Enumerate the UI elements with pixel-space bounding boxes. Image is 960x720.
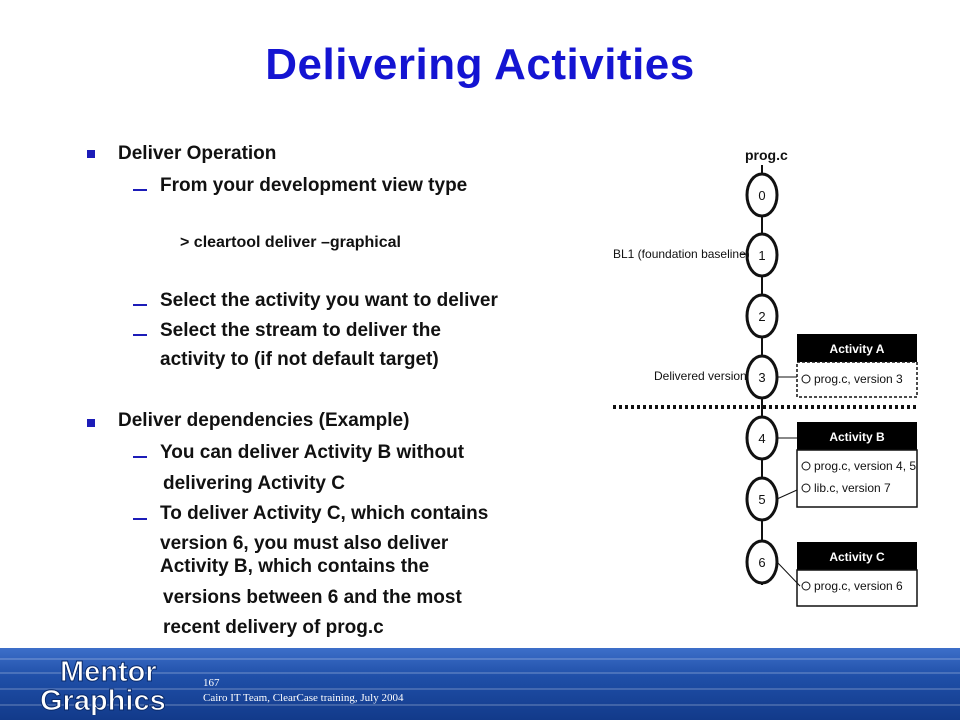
version-node-4: 4 <box>745 415 779 461</box>
version-node-1: 1 <box>745 232 779 278</box>
activity-a-box: Activity A prog.c, version 3 <box>796 334 918 398</box>
version-node-5: 5 <box>745 476 779 522</box>
version-node-6: 6 <box>745 539 779 585</box>
version-node-2: 2 <box>745 293 779 339</box>
mentor-graphics-logo: Mentor Graphics <box>40 656 167 716</box>
sub-deliver-c-line4: versions between 6 and the most <box>163 587 462 608</box>
slide-title: Delivering Activities <box>265 40 695 89</box>
sub-deliver-c-line1: To deliver Activity C, which contains <box>160 503 489 524</box>
bullet-marker <box>87 419 95 427</box>
activity-c-connector <box>776 561 801 587</box>
activity-b-item: lib.c, version 7 <box>814 481 891 495</box>
footer-bar <box>0 648 960 720</box>
activity-a-title: Activity A <box>830 342 885 356</box>
dash-marker <box>133 304 147 306</box>
page-number: 167 <box>203 677 220 689</box>
activity-b-connector-5 <box>776 489 798 500</box>
activity-b-box: Activity B prog.c, version 4, 5 lib.c, v… <box>796 422 918 508</box>
version-node-3: 3 <box>745 354 779 400</box>
delivered-label: Delivered version <box>654 369 747 383</box>
bullet-deliver-dependencies: Deliver dependencies (Example) <box>118 410 409 432</box>
bullet-deliver-operation: Deliver Operation <box>118 143 277 164</box>
sub-select-stream-line2: activity to (if not default target) <box>160 349 439 370</box>
cleartool-command: > cleartool deliver –graphical <box>180 234 401 251</box>
version-number: 1 <box>758 248 765 263</box>
activity-c-box: Activity C prog.c, version 6 <box>796 542 918 607</box>
dash-marker <box>133 334 147 336</box>
version-number: 2 <box>758 309 765 324</box>
element-label: prog.c <box>745 147 788 163</box>
sub-deliver-c-line5: recent delivery of prog.c <box>163 617 384 638</box>
activity-c-item: prog.c, version 6 <box>814 579 903 593</box>
activity-c-title: Activity C <box>829 550 885 564</box>
bullet-marker <box>87 150 95 158</box>
logo-line2: Graphics <box>40 685 166 715</box>
sub-select-stream-line1: Select the stream to deliver the <box>160 320 441 341</box>
sub-deliver-c-line2: version 6, you must also deliver <box>160 533 449 554</box>
version-number: 0 <box>758 188 765 203</box>
footer-text: Cairo IT Team, ClearCase training, July … <box>203 692 404 704</box>
logo-line1: Mentor <box>60 656 157 688</box>
dash-marker <box>133 456 147 458</box>
sub-deliver-c-line3: Activity B, which contains the <box>160 556 430 577</box>
sub-deliver-b-line2: delivering Activity C <box>163 473 345 494</box>
bullet-deliver-dependencies-label: Deliver dependencies (Example) <box>118 410 410 431</box>
sub-from-view: From your development view type <box>160 175 468 196</box>
dash-marker <box>133 189 147 191</box>
baseline-label: BL1 (foundation baseline) <box>613 247 750 261</box>
version-number: 4 <box>758 431 765 446</box>
activity-b-title: Activity B <box>829 430 885 444</box>
dash-marker <box>133 518 147 520</box>
sub-select-activity: Select the activity you want to deliver <box>160 290 498 311</box>
activity-a-item: prog.c, version 3 <box>814 372 903 386</box>
version-number: 5 <box>758 492 765 507</box>
version-number: 3 <box>758 370 765 385</box>
version-number: 6 <box>758 555 765 570</box>
activity-b-item: prog.c, version 4, 5 <box>814 459 916 473</box>
sub-deliver-b-line1: You can deliver Activity B without <box>160 442 465 463</box>
version-node-0: 0 <box>745 172 779 218</box>
